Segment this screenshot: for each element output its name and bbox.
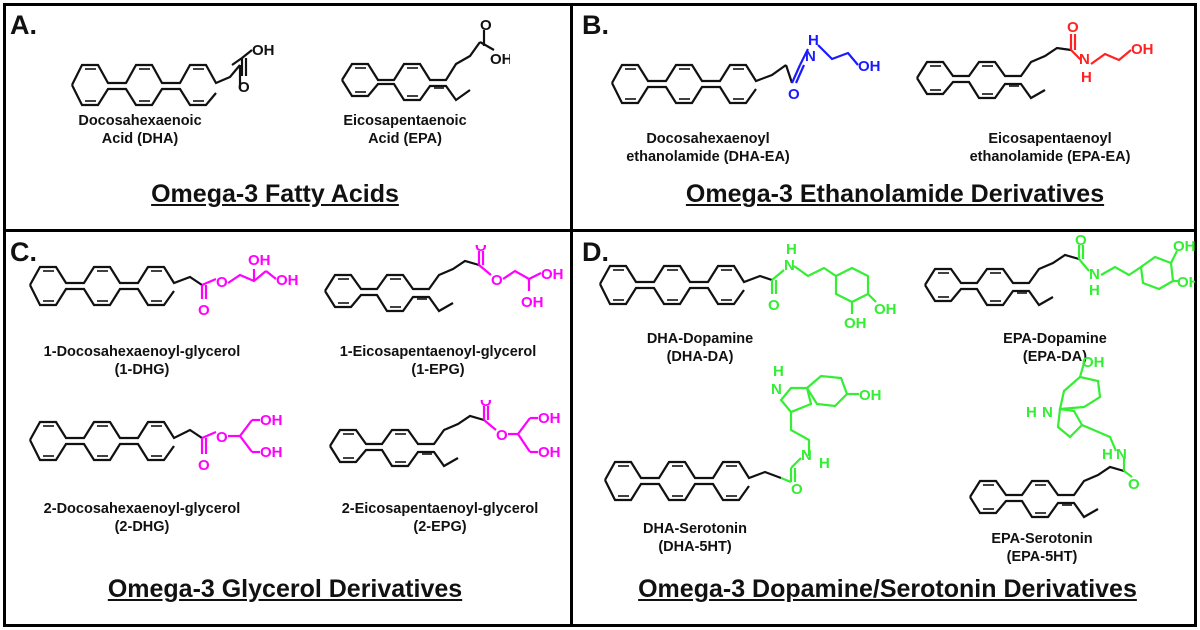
epa-5ht-caption: EPA-Serotonin(EPA-5HT) — [991, 531, 1093, 565]
oh-atom: OH — [874, 301, 897, 318]
oh-atom: OH — [490, 51, 510, 68]
h-atom: H — [773, 363, 784, 380]
epa-da-caption: EPA-Dopamine(EPA-DA) — [1003, 331, 1107, 365]
figure-frame — [3, 3, 1197, 627]
2-dhg-caption: 2-Docosahexaenoyl-glycerol(2-DHG) — [43, 501, 241, 535]
o-atom: O — [1128, 476, 1140, 493]
h-atom: H — [819, 455, 830, 472]
oh-atom: OH — [1131, 41, 1154, 58]
epa-ea-structure: O N H OH — [916, 20, 1154, 100]
n-atom: N — [771, 381, 782, 398]
oh-atom: OH — [276, 272, 299, 289]
dha-structure — [71, 63, 242, 107]
panel-c-title: Omega-3 Glycerol Derivatives — [107, 575, 463, 603]
oh-atom: OH — [260, 412, 283, 429]
dha-5ht-caption: DHA-Serotonin(DHA-5HT) — [643, 521, 747, 555]
dha-ea-structure: O H N OH — [611, 32, 881, 105]
o-atom: O — [198, 302, 210, 319]
epa-5ht-structure: O N H N H OH — [969, 355, 1140, 519]
oh-atom: OH — [1177, 274, 1195, 291]
n-atom: N — [784, 257, 795, 274]
1-dhg-caption: 1-Docosahexaenoyl-glycerol(1-DHG) — [43, 344, 241, 378]
oh-atom: OH — [541, 266, 564, 283]
o-atom: O — [475, 245, 487, 255]
h-atom: H — [1102, 446, 1113, 463]
o-atom: O — [238, 79, 250, 96]
panel-a-title: Omega-3 Fatty Acids — [151, 180, 399, 208]
oh-atom: OH — [1082, 355, 1105, 371]
2-dhg-structure: O O OH OH — [29, 412, 283, 474]
n-atom: N — [1042, 404, 1053, 421]
n-atom: N — [1116, 446, 1127, 463]
oh-atom: OH — [859, 387, 882, 404]
dha-carboxyl-group: OH O — [231, 42, 275, 96]
2-epg-structure: O O OH OH — [329, 400, 561, 468]
panel-c-label: C. — [10, 237, 37, 267]
oh-atom: OH — [858, 58, 881, 75]
oh-atom: OH — [538, 410, 561, 427]
o-atom: O — [1075, 235, 1087, 249]
h-atom: H — [1089, 282, 1100, 299]
oh-atom: OH — [260, 444, 283, 461]
panel-a-label: A. — [10, 10, 37, 40]
panel-d-title: Omega-3 Dopamine/Serotonin Derivatives — [638, 575, 1137, 603]
epa-da-structure: O N H OH OH — [924, 235, 1195, 307]
h-atom: H — [1081, 69, 1092, 86]
dha-5ht-structure: O N H N H OH — [604, 363, 882, 502]
o-atom: O — [480, 400, 492, 410]
2-epg-caption: 2-Eicosapentaenoyl-glycerol(2-EPG) — [341, 501, 539, 535]
oh-atom: OH — [248, 252, 271, 269]
n-atom: N — [801, 447, 812, 464]
dha-da-caption: DHA-Dopamine(DHA-DA) — [646, 331, 754, 365]
o-atom: O — [216, 429, 228, 446]
vertical-divider — [570, 3, 573, 627]
o-atom: O — [768, 297, 780, 314]
panel-d-label: D. — [582, 237, 609, 267]
o-atom: O — [216, 274, 228, 291]
oh-atom: OH — [538, 444, 561, 461]
n-atom: N — [1079, 51, 1090, 68]
h-atom: H — [1026, 404, 1037, 421]
panel-b-label: B. — [582, 10, 609, 40]
o-atom: O — [788, 86, 800, 103]
dha-da-structure: O N H OH OH — [599, 241, 897, 332]
o-atom: O — [198, 457, 210, 474]
1-epg-caption: 1-Eicosapentaenoyl-glycerol(1-EPG) — [339, 344, 537, 378]
h-atom: H — [786, 241, 797, 258]
1-epg-structure: O O OH OH — [324, 245, 564, 313]
epa-structure: O OH — [341, 20, 510, 102]
oh-atom: OH — [844, 315, 867, 332]
panel-b-title: Omega-3 Ethanolamide Derivatives — [685, 180, 1105, 208]
oh-atom: OH — [1173, 238, 1195, 255]
o-atom: O — [491, 272, 503, 289]
1-dhg-structure: O O OH OH — [29, 252, 299, 319]
n-atom: N — [805, 48, 816, 65]
o-atom: O — [480, 20, 492, 34]
horizontal-divider — [3, 229, 1197, 232]
h-atom: H — [808, 32, 819, 49]
o-atom: O — [791, 481, 803, 498]
oh-atom: OH — [252, 42, 275, 59]
oh-atom: OH — [521, 294, 544, 311]
o-atom: O — [496, 427, 508, 444]
o-atom: O — [1067, 20, 1079, 36]
n-atom: N — [1089, 266, 1100, 283]
